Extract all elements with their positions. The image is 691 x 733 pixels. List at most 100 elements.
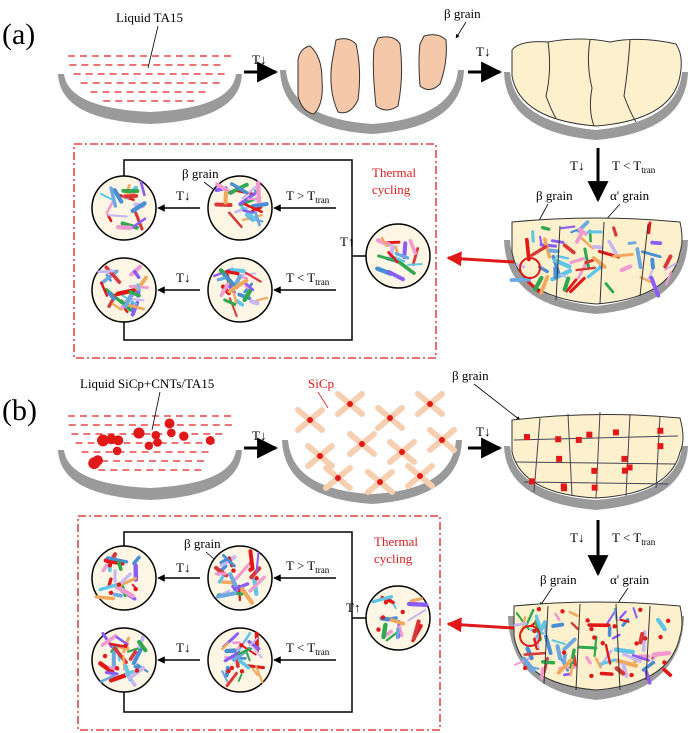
lath <box>591 256 607 269</box>
beta-grain-label-top-b: β grain <box>452 368 489 383</box>
lath <box>383 629 393 638</box>
magnified-circle <box>365 585 431 651</box>
particle <box>634 641 639 646</box>
lath <box>651 650 672 657</box>
lath <box>406 601 429 607</box>
liquid-label-a: Liquid TA15 <box>116 10 183 25</box>
beta-leader-top-b <box>473 383 521 421</box>
thermal-cycle-box-a: Thermal cycling T↓ T↓ T > Ttran T < Ttra… <box>73 143 437 359</box>
lath <box>238 192 256 206</box>
step-label-3-right-a: T < Ttran <box>612 158 656 175</box>
magnified-circle <box>207 257 273 323</box>
lath <box>100 281 109 297</box>
lath <box>407 263 423 266</box>
lath <box>397 625 404 638</box>
lath <box>562 276 571 292</box>
crucible-grains-a <box>504 38 688 140</box>
lath <box>99 269 119 285</box>
particle <box>134 668 140 673</box>
particle <box>555 436 562 443</box>
lath <box>249 566 262 580</box>
particle <box>662 660 667 665</box>
lath <box>107 577 113 587</box>
liquid-label-b: Liquid SiCp+CNTs/TA15 <box>80 376 214 391</box>
lath <box>583 247 590 268</box>
lath <box>540 225 551 231</box>
lath <box>222 272 239 290</box>
particle <box>107 563 113 568</box>
lath <box>248 217 264 223</box>
particle <box>123 643 128 649</box>
lath <box>540 660 556 665</box>
lath <box>612 252 634 258</box>
t-lt-b: T < Ttran <box>286 640 330 657</box>
lath <box>649 275 661 298</box>
t-down-2-a: T↓ <box>176 270 190 285</box>
lath <box>575 266 596 272</box>
sicp-core <box>427 401 433 407</box>
lath <box>117 572 132 587</box>
panel-a-label: (a) <box>2 18 35 51</box>
lath <box>539 243 558 248</box>
lath <box>134 211 144 231</box>
step-arrow-3-a: T↓ T < Ttran <box>570 148 656 203</box>
particle <box>133 586 138 592</box>
lath <box>229 182 249 195</box>
lath <box>253 210 261 227</box>
particle <box>586 431 593 438</box>
step-label-3-left-a: T↓ <box>570 158 584 173</box>
t-down-1-b: T↓ <box>176 560 190 575</box>
lath <box>242 209 255 214</box>
particle <box>144 441 154 451</box>
lath <box>227 278 249 294</box>
lath <box>594 657 602 669</box>
particle <box>383 600 389 605</box>
particle <box>112 446 122 456</box>
t-up-b: T↑ <box>346 600 360 615</box>
t-down-1-a: T↓ <box>176 188 190 203</box>
particle <box>560 609 565 614</box>
lath <box>254 665 264 684</box>
particle <box>591 484 598 491</box>
magnified-circle <box>91 175 157 241</box>
grain-boundary <box>595 411 601 499</box>
lath <box>593 635 598 658</box>
grain-boundaries <box>513 411 679 499</box>
lath <box>570 621 579 631</box>
lath <box>605 610 616 627</box>
sicp-core <box>387 415 393 421</box>
sicp-particles <box>295 391 457 495</box>
lath <box>402 241 408 260</box>
lath <box>128 649 138 661</box>
step-arrow-1-b: T↓ <box>244 428 279 459</box>
particle <box>114 666 120 671</box>
lath <box>227 211 243 229</box>
alpha-grain-label-a: α' grain <box>610 188 650 203</box>
particle <box>166 428 176 438</box>
particle <box>523 434 530 441</box>
lath <box>116 225 133 230</box>
lath <box>223 650 241 663</box>
lath <box>534 614 542 628</box>
lath <box>525 665 540 670</box>
lath <box>371 594 394 604</box>
lath <box>525 237 531 262</box>
lath <box>622 652 642 664</box>
lath <box>539 235 543 245</box>
particle <box>376 627 381 632</box>
step-label-1-a: T↓ <box>252 52 266 67</box>
lath <box>396 259 416 276</box>
lath <box>112 188 124 204</box>
sicp-label-b: SiCp <box>308 376 334 391</box>
lath <box>248 575 266 593</box>
box-beta-grain-label-a: β grain <box>182 166 219 181</box>
particle <box>657 427 664 434</box>
lath <box>614 666 626 676</box>
particle <box>556 455 563 462</box>
lath <box>619 618 630 623</box>
lath <box>604 282 615 294</box>
grain-boundary <box>533 417 541 493</box>
selected-area-circle-b <box>519 625 541 647</box>
beta-grain-label-lower-b: β grain <box>540 572 577 587</box>
sicp-core <box>377 479 383 485</box>
